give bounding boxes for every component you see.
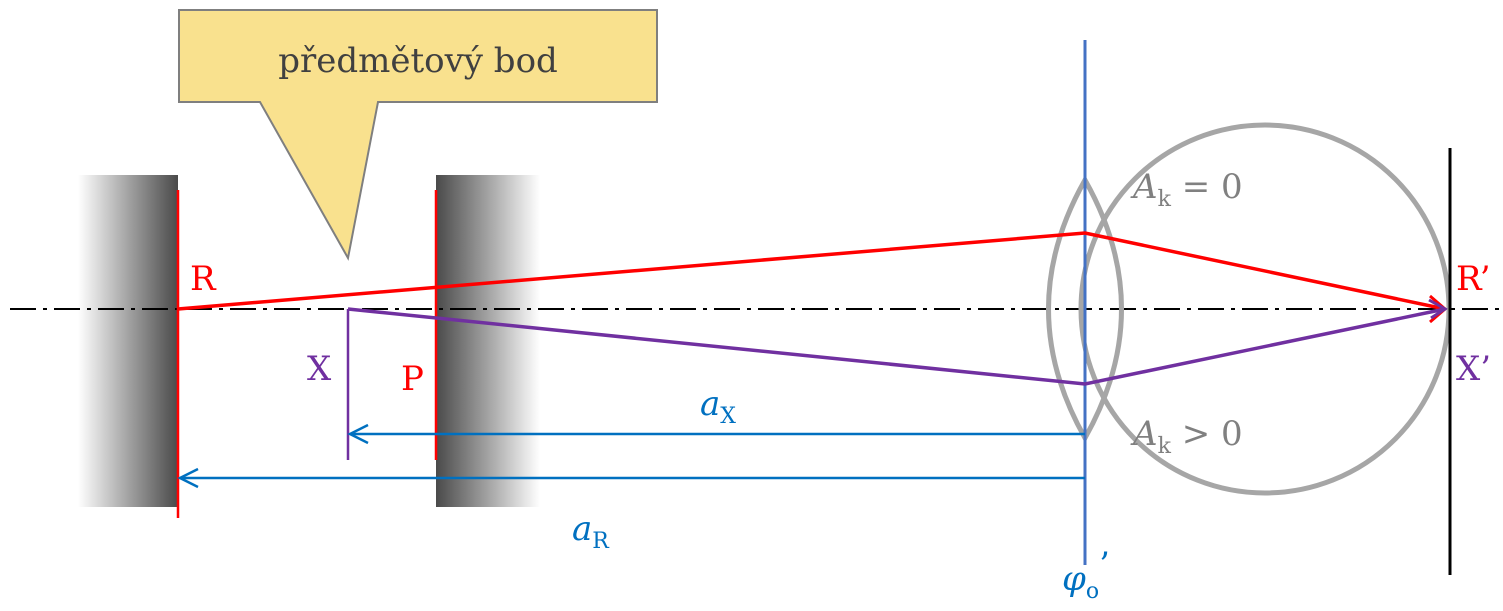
label-Ak-positive-main: A (1130, 414, 1158, 454)
label-phi-sub: o (1086, 579, 1099, 604)
label-aX-main: a (700, 384, 720, 424)
distance-aX-arrowhead (347, 423, 369, 445)
label-aX: aX (700, 384, 736, 429)
label-Ak-zero-main: A (1130, 167, 1158, 207)
label-aR-main: a (572, 509, 592, 549)
label-R-image: R’ (1456, 259, 1491, 299)
label-phi-prime: ’ (1099, 545, 1110, 585)
distance-aR-arrowhead (177, 467, 199, 489)
label-aX-sub: X (720, 404, 736, 429)
label-aR-sub: R (592, 529, 610, 554)
label-Ak-positive-sub: k (1158, 434, 1172, 459)
callout-text: předmětový bod (278, 41, 558, 81)
label-P: P (401, 359, 424, 399)
callout-bubble (178, 9, 658, 261)
label-Ak-zero: Ak = 0 (1130, 167, 1243, 212)
label-X-image: X’ (1456, 349, 1491, 389)
label-phi: φo’ (1062, 545, 1110, 604)
label-Ak-positive: Ak > 0 (1130, 414, 1243, 459)
label-X: X (307, 349, 332, 389)
far-point-wall (78, 175, 178, 507)
ray-purple-arrowhead (1428, 298, 1448, 320)
label-R: R (190, 259, 217, 299)
label-aR: aR (572, 509, 610, 554)
ray-purple (347, 307, 1446, 386)
label-Ak-positive-rel: > 0 (1171, 414, 1243, 454)
near-point-wall (436, 175, 540, 507)
label-Ak-zero-rel: = 0 (1171, 167, 1243, 207)
ray-red (177, 231, 1446, 311)
label-phi-main: φ (1062, 559, 1086, 599)
label-Ak-zero-sub: k (1158, 187, 1172, 212)
